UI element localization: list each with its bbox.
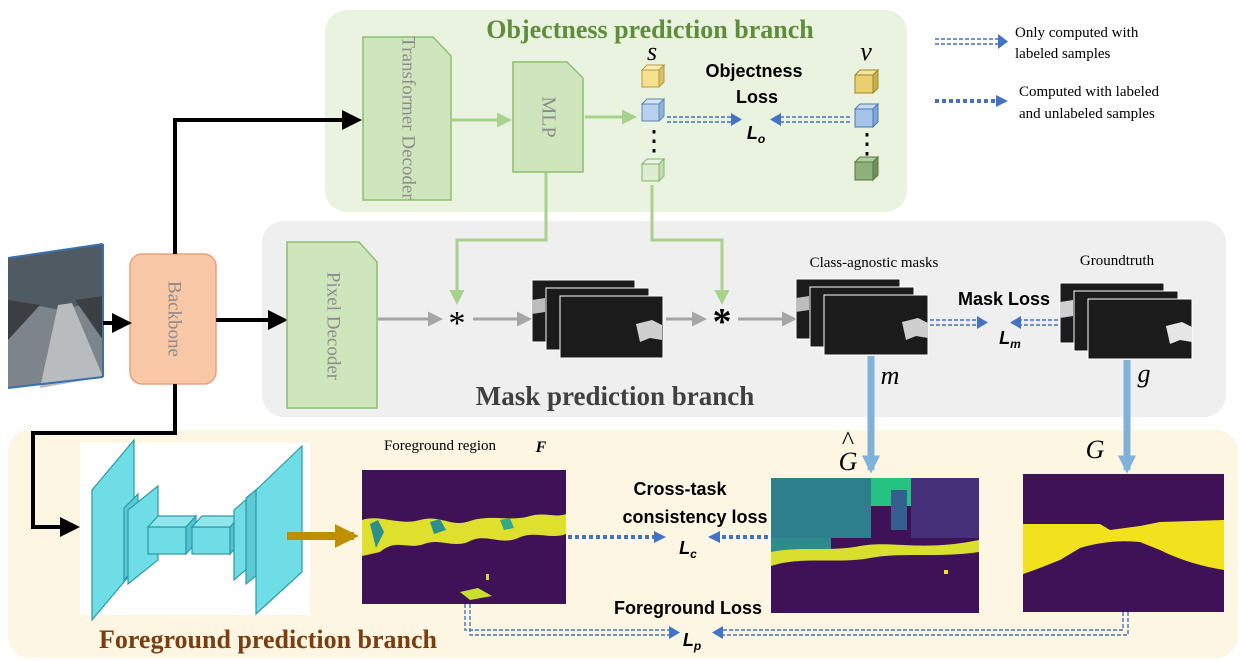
symbol-G: G bbox=[1086, 435, 1105, 464]
objectness-loss-label-1: Objectness bbox=[705, 61, 802, 81]
transformer-decoder-label-1: Transformer Decoder bbox=[398, 36, 419, 200]
mlp-block bbox=[512, 61, 584, 173]
loss-Lp: Lp bbox=[683, 630, 701, 653]
legend-both-line1: Computed with labeled bbox=[1019, 84, 1159, 100]
objectness-branch-bg bbox=[325, 10, 907, 212]
pixel-feature-stack bbox=[531, 279, 664, 359]
consistency-loss-label-1: Cross-task bbox=[633, 479, 727, 499]
legend-labeled-line1: Only computed with bbox=[1015, 25, 1139, 41]
symbol-v: v bbox=[860, 37, 872, 66]
mult-symbol-2: * bbox=[713, 301, 732, 343]
transformer-decoder-block bbox=[362, 36, 452, 201]
backbone-label: Backbone bbox=[164, 281, 185, 357]
foreground-region-map bbox=[362, 470, 566, 604]
arrow-backbone-to-foreground bbox=[31, 384, 177, 537]
arrow-masks-to-Lm bbox=[930, 316, 988, 329]
loss-Lo: Lo bbox=[747, 123, 765, 146]
groundtruth-stack bbox=[1059, 282, 1193, 360]
loss-Lm: Lm bbox=[999, 328, 1021, 351]
legend: Only computed with labeled samples Compu… bbox=[935, 25, 1159, 122]
objectness-loss-label-2: Loss bbox=[736, 87, 778, 107]
arrow-groundtruth-to-Lm bbox=[1010, 316, 1058, 329]
class-agnostic-masks-label: Class-agnostic masks bbox=[810, 255, 939, 271]
pixel-decoder-label: Pixel Decoder bbox=[323, 272, 344, 381]
arrow-s-to-Lo bbox=[667, 113, 742, 126]
predicted-G-hat-map bbox=[771, 478, 979, 613]
arrow-F-to-Lc bbox=[568, 531, 666, 543]
symbol-F: F bbox=[535, 439, 547, 456]
arrow-mlp-to-mult1 bbox=[449, 173, 548, 305]
arrow-s-to-mult2 bbox=[650, 185, 730, 305]
arrow-v-to-Lo bbox=[770, 113, 850, 126]
s-cube-3 bbox=[640, 157, 666, 183]
objectness-branch-title: Objectness prediction branch bbox=[486, 15, 814, 44]
v-cube-1 bbox=[853, 68, 880, 95]
mlp-label: MLP bbox=[537, 96, 559, 137]
s-cube-1 bbox=[640, 63, 666, 89]
arrow-F-to-Lp bbox=[464, 604, 680, 639]
v-cube-3 bbox=[853, 155, 880, 182]
loss-Lc: Lc bbox=[679, 538, 697, 561]
symbol-g: g bbox=[1138, 359, 1151, 388]
class-agnostic-masks-stack bbox=[795, 278, 929, 356]
mask-loss-label: Mask Loss bbox=[958, 289, 1050, 309]
arrow-backbone-to-transformer bbox=[173, 110, 362, 254]
arrow-G-to-Lp bbox=[712, 612, 1129, 639]
s-ellipsis: ⋮ bbox=[640, 126, 668, 157]
foreground-region-label: Foreground region bbox=[384, 438, 497, 454]
s-cube-2 bbox=[640, 97, 666, 123]
groundtruth-label: Groundtruth bbox=[1080, 253, 1155, 269]
foreground-loss-label: Foreground Loss bbox=[614, 598, 762, 618]
pixel-decoder-block bbox=[286, 241, 378, 409]
consistency-loss-label-2: consistency loss bbox=[622, 507, 767, 527]
foreground-network bbox=[80, 438, 310, 622]
symbol-G-hat-caret: ^ bbox=[842, 426, 854, 455]
v-ellipsis: ⋮ bbox=[853, 129, 881, 160]
v-cube-2 bbox=[853, 102, 880, 129]
foreground-branch-title: Foreground prediction branch bbox=[99, 625, 438, 654]
arrow-G-hat-to-Lc bbox=[708, 531, 768, 543]
legend-labeled-line2: labeled samples bbox=[1015, 46, 1111, 62]
mult-symbol-1: * bbox=[449, 305, 466, 342]
input-image bbox=[7, 243, 104, 389]
symbol-m: m bbox=[881, 361, 900, 390]
symbol-G-hat: G bbox=[839, 447, 858, 476]
legend-both-line2: and unlabeled samples bbox=[1019, 106, 1155, 122]
mask-branch-title: Mask prediction branch bbox=[476, 381, 755, 411]
symbol-s: s bbox=[647, 37, 657, 66]
groundtruth-G-map bbox=[1023, 474, 1224, 612]
